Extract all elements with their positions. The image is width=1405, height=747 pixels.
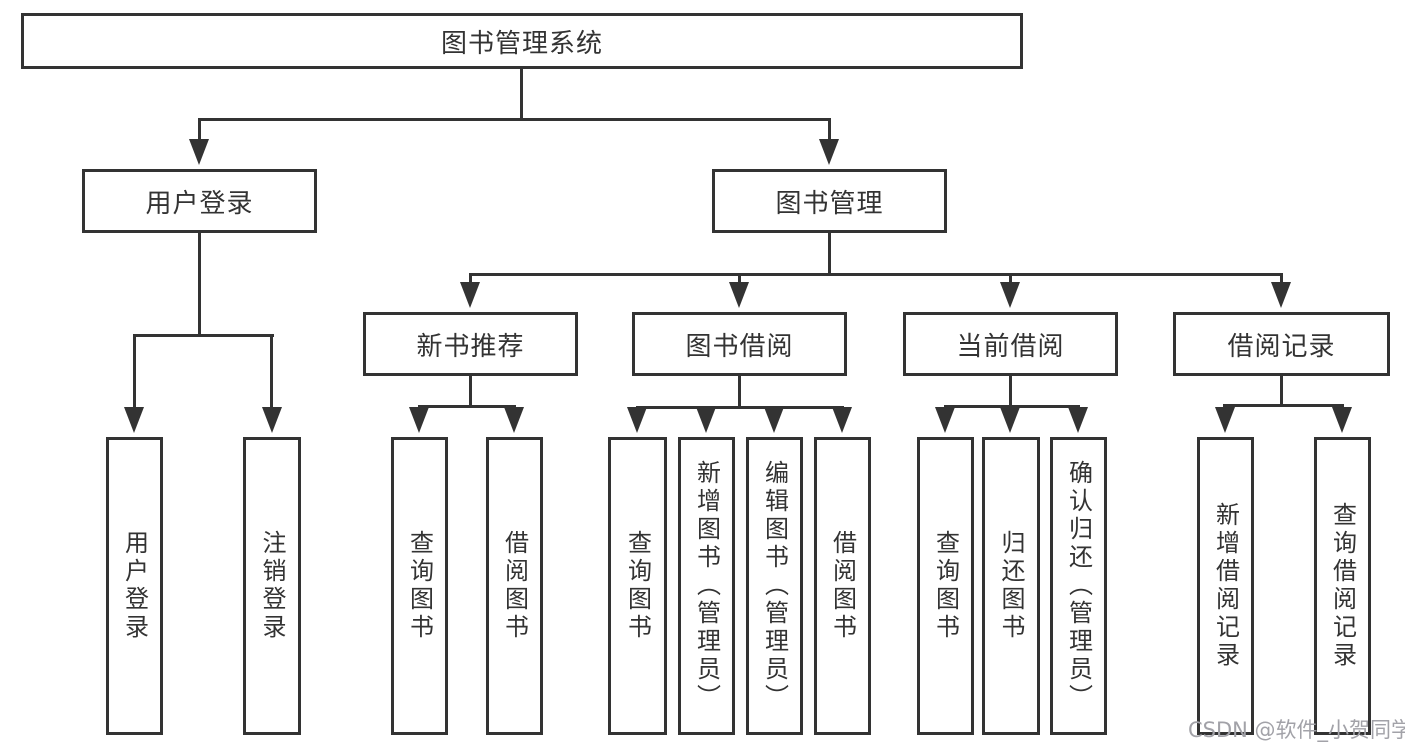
node-label: 图书管理 [775, 188, 884, 219]
connector-hline [418, 405, 516, 408]
node-label: 借阅记录 [1227, 331, 1336, 362]
arrowhead-down-icon [1215, 407, 1235, 433]
leaf-label: 新增借阅记录 [1211, 502, 1240, 670]
node-label: 图书借阅 [685, 331, 794, 362]
leaf-label: 查询图书 [931, 530, 960, 642]
arrowhead-down-icon [764, 407, 784, 433]
leaf-edit-book-admin: 编辑图书（管理员） [746, 437, 803, 735]
arrowhead-down-icon [1068, 407, 1088, 433]
arrowhead-down-icon [409, 407, 429, 433]
arrowhead-down-icon [504, 407, 524, 433]
leaf-borrow-books-recommend: 借阅图书 [486, 437, 543, 735]
connector-hline [1223, 404, 1344, 407]
connector-vline [1009, 374, 1012, 408]
leaf-label: 新增图书（管理员） [692, 460, 721, 712]
node-new-book-recommend: 新书推荐 [363, 312, 578, 376]
connector-vline [1280, 374, 1283, 407]
leaf-label: 查询图书 [623, 530, 652, 642]
connector-vline [1009, 275, 1012, 287]
arrowhead-down-icon [729, 282, 749, 308]
arrowhead-down-icon [262, 407, 282, 433]
arrowhead-down-icon [189, 139, 209, 165]
leaf-add-borrow-record: 新增借阅记录 [1197, 437, 1254, 735]
connector-hline [944, 405, 1080, 408]
arrowhead-down-icon [1000, 407, 1020, 433]
connector-vline [198, 120, 201, 145]
node-borrowing-records: 借阅记录 [1173, 312, 1390, 376]
leaf-query-books-recommend: 查询图书 [391, 437, 448, 735]
node-book-borrowing: 图书借阅 [632, 312, 847, 376]
leaf-query-books-borrowing: 查询图书 [608, 437, 667, 735]
node-current-borrowing: 当前借阅 [903, 312, 1118, 376]
arrowhead-down-icon [1271, 282, 1291, 308]
connector-vline [1280, 275, 1283, 287]
node-book-management: 图书管理 [712, 169, 947, 233]
connector-vline [469, 275, 472, 287]
leaf-label: 查询借阅记录 [1328, 502, 1357, 670]
leaf-query-borrow-record: 查询借阅记录 [1314, 437, 1371, 735]
watermark: CSDN @软件_小贺同学 [1188, 718, 1405, 742]
leaf-borrow-books: 借阅图书 [814, 437, 871, 735]
node-label: 图书管理系统 [440, 28, 603, 59]
leaf-query-books-current: 查询图书 [917, 437, 974, 735]
leaf-add-book-admin: 新增图书（管理员） [678, 437, 735, 735]
connector-vline [469, 374, 472, 408]
arrowhead-down-icon [696, 407, 716, 433]
connector-vline [738, 275, 741, 287]
connector-hline [133, 334, 274, 337]
arrowhead-down-icon [1332, 407, 1352, 433]
leaf-label: 注销登录 [258, 530, 286, 642]
leaf-label: 确认归还（管理员） [1064, 460, 1093, 712]
connector-vline [520, 69, 523, 120]
arrowhead-down-icon [819, 139, 839, 165]
connector-hline [469, 273, 1283, 276]
node-label: 当前借阅 [956, 331, 1065, 362]
node-library-management-system: 图书管理系统 [21, 13, 1023, 69]
connector-vline [198, 233, 201, 336]
connector-hline [198, 118, 831, 121]
connector-vline [133, 336, 136, 418]
arrowhead-down-icon [935, 407, 955, 433]
connector-vline [828, 233, 831, 275]
node-label: 用户登录 [145, 188, 254, 219]
leaf-logout: 注销登录 [243, 437, 301, 735]
leaf-label: 查询图书 [405, 530, 434, 642]
node-user-login: 用户登录 [82, 169, 317, 233]
leaf-label: 借阅图书 [828, 530, 857, 642]
node-label: 新书推荐 [416, 331, 525, 362]
arrowhead-down-icon [832, 407, 852, 433]
arrowhead-down-icon [627, 407, 647, 433]
leaf-label: 借阅图书 [500, 530, 529, 642]
leaf-return-book: 归还图书 [982, 437, 1040, 735]
leaf-label: 用户登录 [120, 530, 149, 642]
arrowhead-down-icon [1000, 282, 1020, 308]
arrowhead-down-icon [460, 282, 480, 308]
connector-hline [636, 406, 844, 409]
leaf-label: 归还图书 [997, 530, 1025, 642]
leaf-confirm-return-admin: 确认归还（管理员） [1050, 437, 1107, 735]
connector-vline [828, 120, 831, 145]
leaf-user-login: 用户登录 [106, 437, 163, 735]
connector-vline [738, 374, 741, 409]
leaf-label: 编辑图书（管理员） [760, 460, 789, 712]
arrowhead-down-icon [124, 407, 144, 433]
connector-vline [270, 336, 273, 418]
